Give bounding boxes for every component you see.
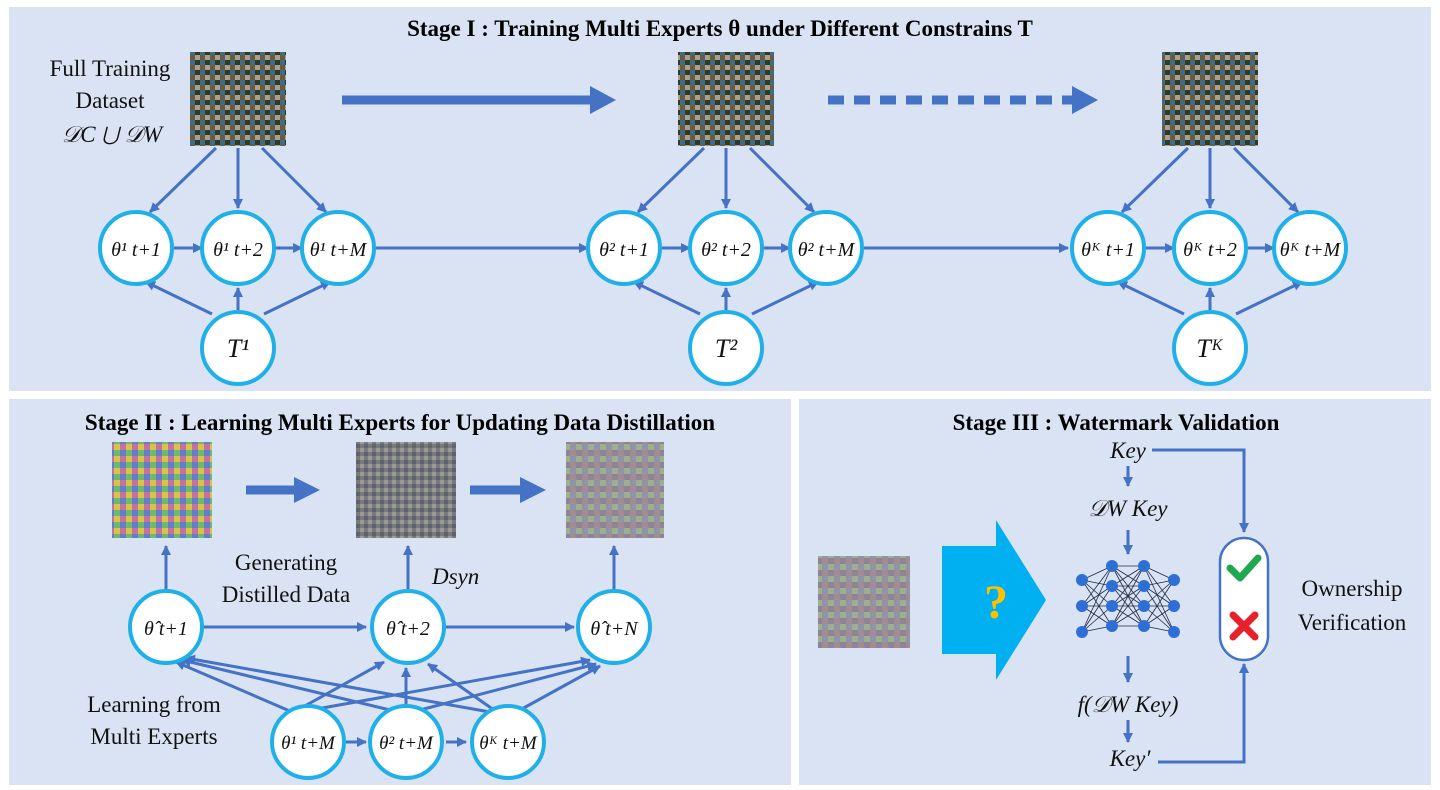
constraint-node-g2	[688, 310, 764, 386]
key-prime-label: Key′	[1109, 746, 1152, 771]
expert-node-g2-n3-label: θ² t+M	[798, 239, 856, 261]
expert-node-g3-n3	[1272, 210, 1348, 286]
student-node-t1-label: θ̂ t+1	[144, 618, 188, 640]
expert-node-g1-n1	[98, 210, 174, 286]
cross-icon	[1229, 611, 1259, 641]
key-label: Key	[1109, 438, 1147, 463]
distill-arrowhead-2	[520, 477, 546, 503]
watermarked-data-image	[818, 556, 910, 648]
expert-node-g3-n3-label: θᴷ t+M	[1280, 239, 1342, 261]
expert-node-g3-n2-label: θᴷ t+2	[1183, 239, 1237, 261]
distilled-image-initial	[112, 442, 212, 538]
expert-node-bottom-1	[270, 704, 346, 780]
training-dataset-image-2	[678, 52, 774, 146]
learning-label-line2: Multi Experts	[90, 724, 217, 749]
neural-network-icon	[1076, 560, 1180, 638]
distilled-image-intermediate	[356, 442, 456, 538]
stage2-title: Stage II : Learning Multi Experts for Up…	[85, 410, 715, 435]
stage3-title: Stage III : Watermark Validation	[953, 410, 1280, 435]
expert-node-bottom-2-label: θ² t+M	[379, 733, 434, 754]
expert-node-g1-n3	[300, 210, 376, 286]
stage1-title: Stage I : Training Multi Experts θ under…	[407, 16, 1033, 41]
expert-node-g3-n1	[1070, 210, 1146, 286]
ownership-label-line1: Ownership	[1302, 576, 1403, 601]
expert-node-g2-n2	[688, 210, 764, 286]
distilled-image-final	[566, 442, 664, 538]
expert-node-g1-n2	[200, 210, 276, 286]
student-node-t2	[370, 589, 446, 665]
distill-arrowhead-1	[294, 477, 320, 503]
constraint-node-g3	[1172, 310, 1248, 386]
group3-edges	[1117, 146, 1303, 316]
expert-node-bottom-k-label: θᴷ t+M	[479, 733, 538, 754]
student-node-tn	[576, 589, 652, 665]
dataset-label-line1: Full Training	[50, 56, 171, 81]
stage-progress-arrowhead-dotted	[1072, 86, 1098, 114]
query-arrow	[942, 520, 1046, 680]
constraint-node-g1	[200, 310, 276, 386]
constraint-node-g2-label: T²	[715, 334, 738, 363]
dw-key-label: 𝒟W Key	[1088, 496, 1168, 521]
dataset-label-line2: Dataset	[76, 88, 146, 113]
expert-node-bottom-1-label: θ¹ t+M	[281, 733, 336, 754]
expert-node-bottom-2	[368, 704, 444, 780]
stage-progress-arrowhead-solid	[590, 86, 616, 114]
training-dataset-image-1	[190, 52, 286, 146]
question-mark-icon: ?	[984, 576, 1008, 629]
dsyn-label: Dsyn	[431, 564, 479, 589]
expert-node-g1-n3-label: θ¹ t+M	[310, 239, 368, 261]
generating-label-line2: Distilled Data	[222, 582, 350, 607]
expert-node-g1-n2-label: θ¹ t+2	[213, 239, 263, 261]
stage3-edges	[1123, 448, 1249, 764]
stage2-edges	[161, 545, 619, 747]
group2-edges	[633, 146, 1069, 316]
expert-node-g3-n1-label: θᴷ t+1	[1081, 239, 1135, 261]
check-icon	[1226, 554, 1262, 582]
dataset-formula: 𝒟C ⋃ 𝒟W	[62, 122, 164, 147]
generating-label-line1: Generating	[235, 550, 338, 575]
constraint-node-g1-label: T¹	[227, 334, 249, 363]
f-dw-key-label: f(𝒟W Key)	[1078, 692, 1179, 717]
expert-node-g2-n1-label: θ² t+1	[599, 239, 649, 261]
constraint-node-g3-label: Tᴷ	[1196, 334, 1223, 363]
expert-node-g3-n2	[1172, 210, 1248, 286]
learning-label-line1: Learning from	[87, 692, 221, 717]
student-node-tn-label: θ̂ t+N	[590, 618, 639, 640]
student-node-t2-label: θ̂ t+2	[386, 618, 430, 640]
expert-node-g2-n1	[586, 210, 662, 286]
student-node-t1	[128, 589, 204, 665]
expert-node-g2-n3	[788, 210, 864, 286]
training-dataset-image-3	[1162, 52, 1258, 146]
group1-edges	[145, 146, 589, 316]
ownership-label-line2: Verification	[1298, 610, 1407, 635]
expert-node-g1-n1-label: θ¹ t+1	[111, 239, 161, 261]
expert-node-bottom-k	[470, 704, 546, 780]
expert-node-g2-n2-label: θ² t+2	[701, 239, 751, 261]
